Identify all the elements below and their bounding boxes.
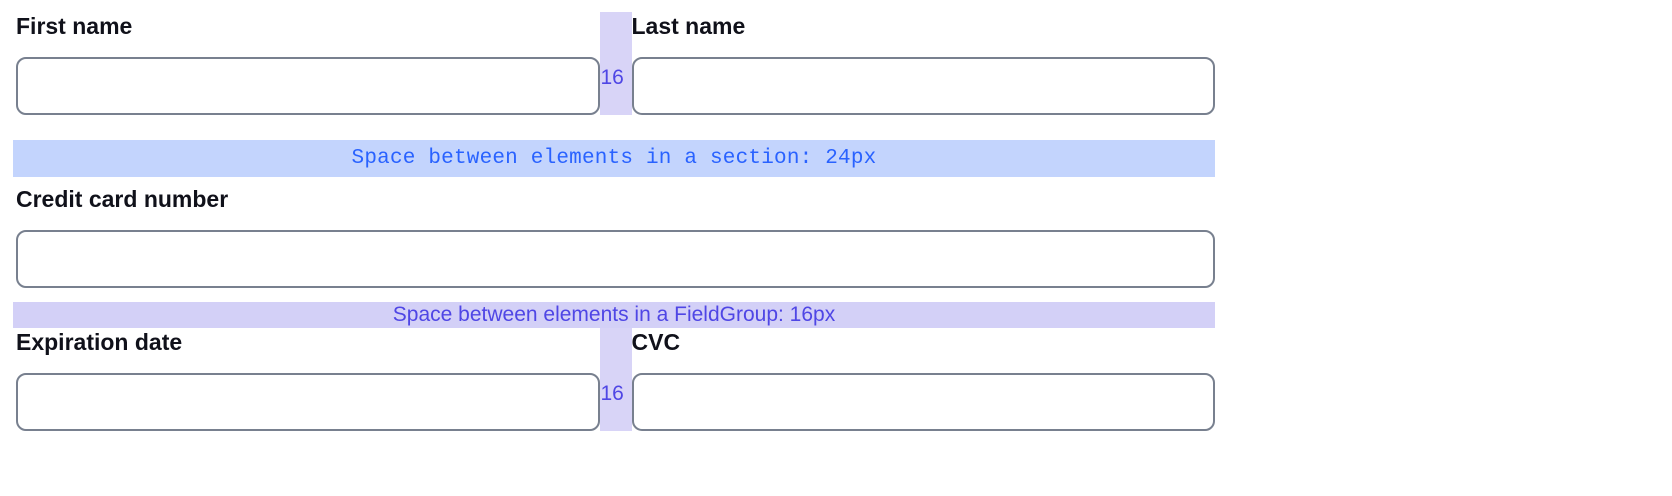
name-row-gap-value: 16 (600, 66, 624, 89)
name-field-row: First name 16 Last name (16, 12, 1215, 115)
first-name-input[interactable] (16, 57, 600, 115)
last-name-field: Last name (631, 12, 1215, 115)
fieldgroup-spacing-text: Space between elements in a FieldGroup: … (392, 303, 836, 326)
expiry-field-row: Expiration date 16 CVC (16, 328, 1215, 431)
expiry-row-gap-value: 16 (600, 382, 624, 405)
credit-card-number-input[interactable] (16, 230, 1215, 288)
last-name-label: Last name (631, 13, 746, 39)
expiration-date-input[interactable] (16, 373, 600, 431)
last-name-input[interactable] (631, 57, 1215, 115)
cvc-input-wrap (631, 373, 1215, 431)
cvc-field: CVC (631, 328, 1215, 431)
last-name-input-wrap (631, 57, 1215, 115)
name-row-gap-strip: 16 (599, 12, 632, 115)
credit-card-field: Credit card number (16, 185, 1215, 288)
section-spacing-banner: Space between elements in a section: 24p… (13, 140, 1215, 177)
expiration-date-label: Expiration date (16, 329, 183, 355)
expiry-row-gap-strip: 16 (599, 328, 632, 431)
first-name-input-wrap (16, 57, 600, 115)
first-name-field: First name (16, 12, 600, 115)
first-name-label: First name (16, 13, 133, 39)
cvc-label: CVC (631, 329, 681, 355)
fieldgroup-spacing-banner: Space between elements in a FieldGroup: … (13, 302, 1215, 328)
section-spacing-text: Space between elements in a section: 24p… (351, 147, 877, 170)
expiration-date-field: Expiration date (16, 328, 600, 431)
credit-card-input-wrap (16, 230, 1215, 288)
cvc-input[interactable] (631, 373, 1215, 431)
expiration-date-input-wrap (16, 373, 600, 431)
credit-card-number-label: Credit card number (16, 186, 229, 212)
